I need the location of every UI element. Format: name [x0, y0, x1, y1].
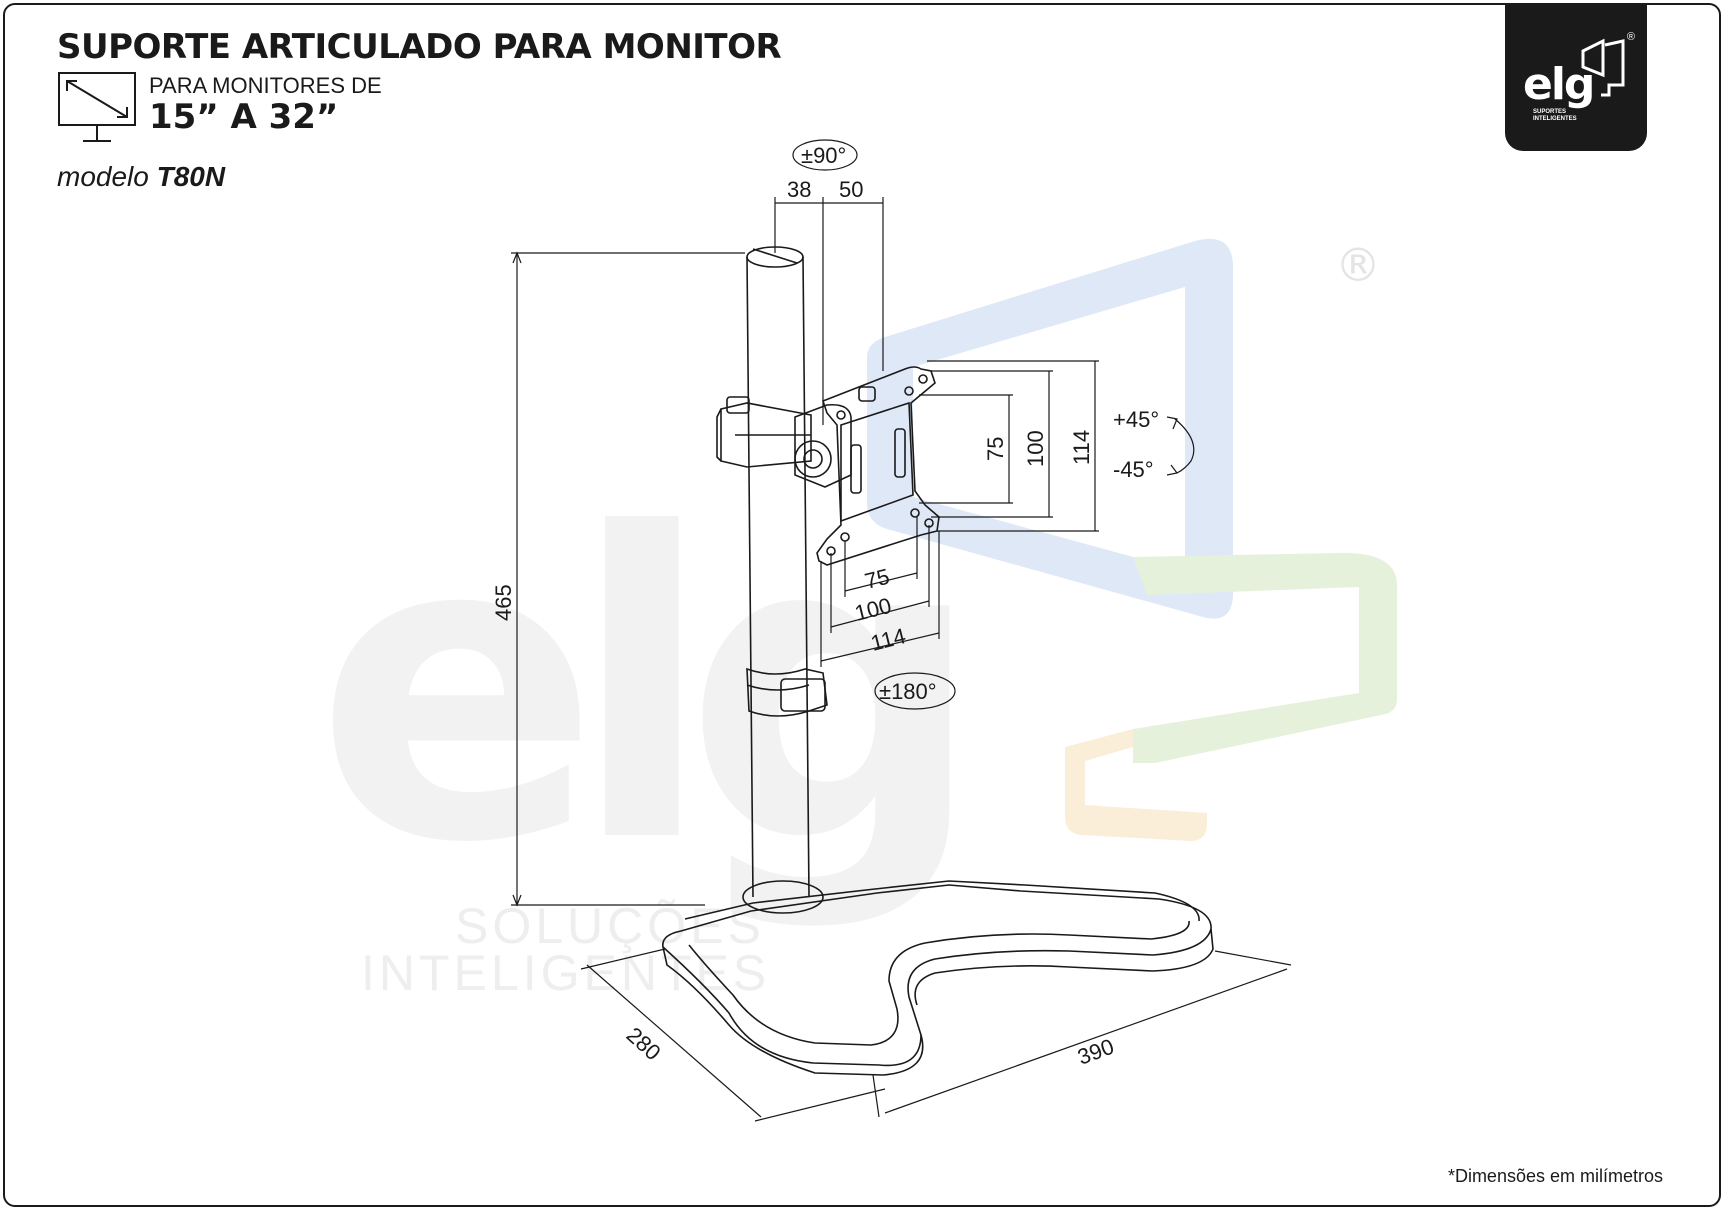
label-vesa-v-75: 75	[983, 437, 1008, 461]
watermark-brand: elg	[315, 446, 954, 935]
logo-monitor-icon	[1581, 38, 1625, 97]
product-drawing: elg SOLUÇÕES INTELIGENTES ®	[58, 72, 1397, 1122]
base-pole-socket	[742, 880, 824, 914]
page-title: SUPORTE ARTICULADO PARA MONITOR	[57, 27, 782, 67]
collar-lock	[726, 396, 750, 414]
logo-tagline: SUPORTES INTELIGENTES	[1533, 109, 1577, 123]
label-pole-height: 465	[491, 584, 516, 621]
rotation-90-ellipse	[792, 139, 858, 171]
spec-sheet: elg SOLUÇÕES INTELIGENTES ®	[3, 3, 1721, 1207]
tilt-knob	[858, 386, 876, 402]
watermark-registered: ®	[1335, 238, 1381, 292]
watermark: elg SOLUÇÕES INTELIGENTES ®	[315, 238, 1397, 1001]
label-rotation-plate: ±180°	[879, 679, 937, 704]
vesa-hole-7	[836, 410, 846, 420]
dim-465-arrow-bottom	[512, 894, 522, 907]
label-arm-offset-a: 38	[787, 177, 811, 202]
units-footnote: *Dimensões em milímetros	[1447, 1166, 1663, 1186]
dimension-lines	[511, 139, 1292, 1122]
watermark-line2: INTELIGENTES	[361, 945, 770, 1001]
label-rotation-top: ±90°	[801, 143, 846, 168]
vesa-slot-left	[850, 444, 862, 494]
monitor-icon-arrow-start	[66, 80, 77, 91]
base-inner-groove	[688, 920, 1190, 1046]
pole-left-edge	[746, 256, 754, 898]
watermark-green-frame	[1133, 552, 1397, 763]
stand-drawing	[662, 246, 1214, 1076]
monitor-range-label: PARA MONITORES DE	[149, 73, 382, 98]
dim-280-line	[586, 964, 762, 1118]
label-vesa-h-75: 75	[862, 564, 892, 594]
vesa-hole-2	[904, 386, 914, 396]
dim-280-ext-left	[580, 948, 666, 970]
logo-tagline-line2: INTELIGENTES	[1533, 116, 1577, 122]
label-tilt-up: +45°	[1113, 407, 1159, 432]
base-side-face	[662, 946, 924, 1076]
tilt-arc-arrow-top	[1166, 416, 1178, 430]
model-code: T80N	[156, 161, 226, 192]
pole-top-line	[752, 248, 798, 264]
vesa-hole-4	[910, 508, 920, 518]
dim-280-ext-right	[754, 1088, 886, 1122]
dim-390-ext-right	[1214, 950, 1292, 966]
tilt-arc-arrow-bottom	[1166, 464, 1179, 476]
pivot-knob-inner	[803, 449, 823, 469]
pole-right-edge	[802, 256, 810, 898]
brand-logo: elg ® SUPORTES INTELIGENTES	[1505, 5, 1647, 151]
dim-h75-line	[844, 572, 918, 592]
cable-clip-band	[746, 684, 810, 691]
cable-clip-tab	[780, 678, 826, 712]
monitor-icon-arrow-end	[117, 107, 128, 118]
model-line: modelo T80N	[57, 161, 225, 193]
base-outline	[662, 884, 1212, 1067]
base-side-right	[914, 928, 1214, 1006]
vesa-slot-right	[894, 428, 906, 478]
tilt-arc	[1174, 418, 1195, 474]
monitor-range-value: 15” A 32”	[149, 97, 339, 137]
rotation-180-ellipse	[874, 672, 956, 710]
pivot-knob-outer	[794, 440, 832, 478]
vesa-plate-inner	[840, 401, 914, 523]
watermark-line1: SOLUÇÕES	[455, 898, 765, 954]
label-base-width: 390	[1074, 1034, 1117, 1070]
cable-clip	[746, 667, 828, 717]
dim-h114-line	[820, 632, 940, 662]
logo-registered: ®	[1626, 31, 1635, 43]
monitor-icon-diagonal	[66, 80, 128, 118]
watermark-orange-frame	[1065, 729, 1207, 841]
logo-brand: elg	[1523, 59, 1595, 110]
dim-h100-line	[830, 600, 930, 628]
dim-390-ext-left	[872, 1074, 880, 1118]
vesa-plate	[816, 366, 940, 566]
base-top-inner	[684, 880, 1200, 922]
label-tilt-down: -45°	[1113, 457, 1154, 482]
height-collar-face	[716, 408, 722, 462]
dim-390-line	[884, 968, 1288, 1114]
watermark-blue-frame	[867, 238, 1233, 619]
logo-tagline-line1: SUPORTES	[1533, 109, 1567, 115]
label-arm-offset-b: 50	[839, 177, 863, 202]
arm-joint	[794, 403, 852, 488]
label-vesa-v-114: 114	[1069, 430, 1094, 465]
dim-465-arrow-top	[512, 251, 522, 264]
monitor-size-icon	[58, 72, 136, 142]
vesa-hole-1	[918, 374, 928, 384]
model-prefix: modelo	[57, 161, 149, 192]
label-vesa-v-100: 100	[1023, 430, 1048, 467]
